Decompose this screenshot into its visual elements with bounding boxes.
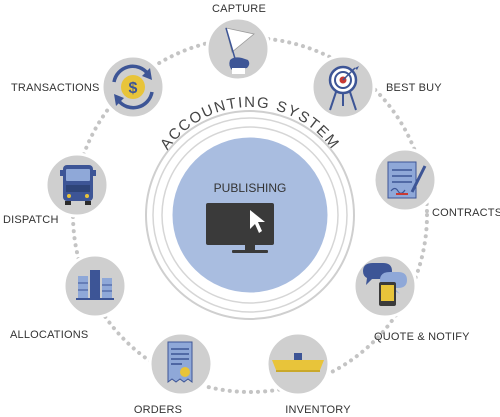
node-orders-label: ORDERS [134,404,182,416]
node-quote-notify-label: QUOTE & NOTIFY [374,331,470,343]
outer-ring [145,110,355,320]
monitor-cursor-icon [206,203,274,253]
hand-flag-icon [225,27,255,74]
node-contracts[interactable]: CONTRACTS [372,147,500,219]
node-orders[interactable]: ORDERS [134,331,214,416]
middle-ring [152,117,348,313]
node-best-buy-label: BEST BUY [386,82,442,94]
node-allocations-label: ALLOCATIONS [10,329,88,341]
node-dispatch[interactable]: DISPATCH [3,152,110,226]
node-transactions[interactable]: $ TRANSACTIONS [11,54,166,120]
tray-icon [272,353,324,372]
node-inventory-label: INVENTORY [285,404,351,416]
node-best-buy[interactable]: BEST BUY [310,54,442,120]
svg-text:$: $ [129,80,138,97]
node-capture[interactable]: CAPTURE [205,3,271,82]
node-allocations[interactable]: ALLOCATIONS [10,253,128,341]
node-dispatch-label: DISPATCH [3,214,59,226]
chat-phone-icon [363,263,407,306]
truck-icon [60,165,96,205]
node-quote-notify[interactable]: QUOTE & NOTIFY [352,253,470,343]
node-inventory[interactable]: INVENTORY [265,331,351,416]
warehouse-icon [76,270,114,300]
node-transactions-label: TRANSACTIONS [11,82,100,94]
target-easel-icon [328,65,359,111]
document-pen-icon [387,161,427,199]
center-label: PUBLISHING [214,181,287,195]
node-contracts-label: CONTRACTS [432,207,500,219]
dollar-cycle-icon: $ [112,64,154,110]
inner-ring [161,126,339,304]
receipt-icon [167,341,193,383]
node-capture-label: CAPTURE [212,3,266,15]
